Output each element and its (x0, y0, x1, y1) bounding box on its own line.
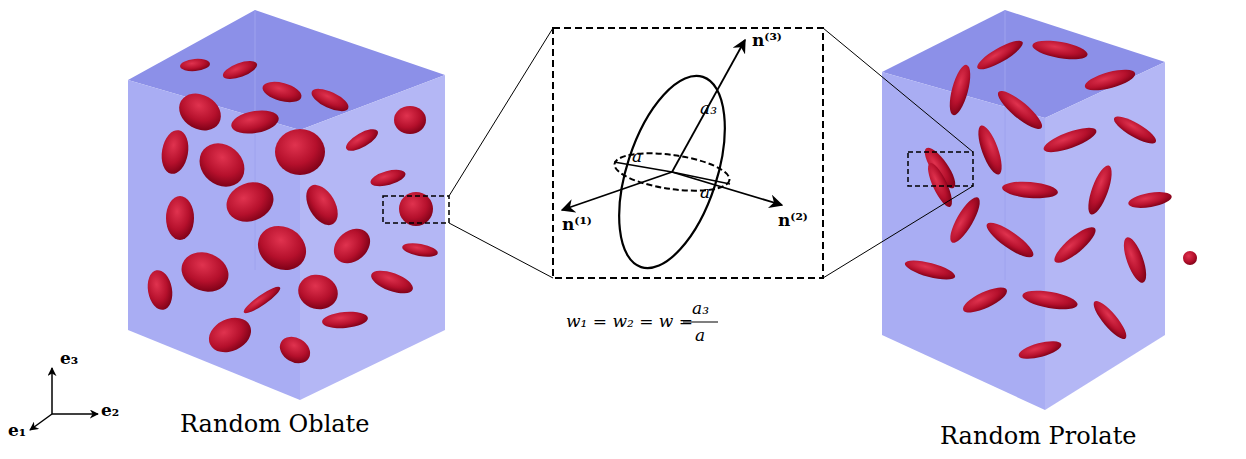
equation-text: w₁ = w₂ = w = (566, 313, 693, 330)
vector-label: n⁽¹⁾ (562, 216, 592, 233)
ellipsoid-sketch (562, 40, 782, 281)
prolate-cube (882, 10, 1165, 410)
panel-title: Random Oblate (180, 412, 369, 436)
prolate-particles (903, 36, 1197, 363)
dimension-label: a (700, 184, 710, 201)
dimension-label: a₃ (700, 100, 717, 117)
oblate-cube (128, 10, 445, 400)
vector-label: n⁽³⁾ (752, 32, 782, 49)
zoom-lines (449, 28, 973, 278)
oblate-particles (145, 57, 439, 368)
axis-label: e₁ (8, 422, 26, 439)
zoom-marker (908, 152, 973, 186)
panel-title: Random Prolate (940, 424, 1137, 448)
axis-label: e₂ (101, 402, 119, 419)
axis-label: e₃ (60, 350, 78, 367)
zoom-marker (383, 196, 449, 223)
equation-numerator: a₃ (692, 300, 709, 317)
dimension-label: a (632, 148, 642, 165)
vector-label: n⁽²⁾ (778, 212, 808, 229)
equation-denominator: a (695, 327, 705, 344)
axes (30, 368, 98, 430)
